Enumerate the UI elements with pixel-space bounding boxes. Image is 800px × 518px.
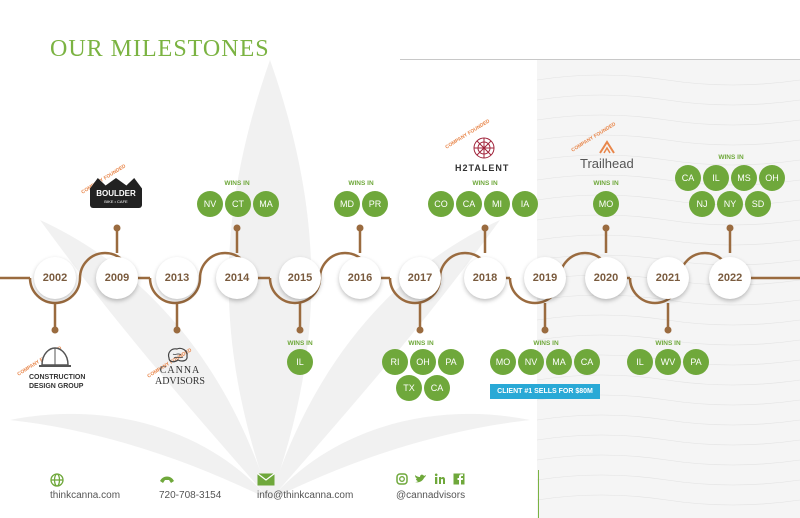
trailhead-logo: Trailhead (580, 156, 634, 171)
wins-label-2015: WINS IN (287, 340, 313, 347)
canna-advisors-logo: CANNA ADVISORS (150, 365, 210, 387)
hard-hat-icon (39, 347, 71, 367)
logo-line: DESIGN GROUP (29, 383, 84, 390)
logo-line: CANNA (159, 365, 201, 376)
boulder-logo: BOULDER BIKE • CAFE (90, 178, 142, 208)
logo-line: BOULDER (96, 189, 136, 198)
state-badge: NY (717, 191, 743, 217)
phone-number[interactable]: 720-708-3154 (159, 490, 222, 501)
email-link[interactable]: info@thinkcanna.com (257, 490, 354, 501)
state-badge: TX (396, 375, 422, 401)
state-badge: CT (225, 191, 251, 217)
brain-icon (167, 347, 188, 363)
twitter-icon[interactable] (414, 473, 427, 485)
logo-line: BIKE • CAFE (104, 199, 128, 204)
wins-label-2021: WINS IN (655, 340, 681, 347)
mail-icon (257, 473, 275, 486)
state-badge: CA (574, 349, 600, 375)
h2talent-logo: H2TALENT (455, 163, 510, 173)
state-badge: MO (490, 349, 516, 375)
wins-label-2019: WINS IN (533, 340, 559, 347)
title-divider (400, 59, 800, 60)
state-badge: MD (334, 191, 360, 217)
construction-design-group-logo: CONSTRUCTION DESIGN GROUP (29, 373, 85, 391)
logo-line: ADVISORS (154, 376, 205, 387)
state-badge: CA (424, 375, 450, 401)
wins-label-2018: WINS IN (472, 180, 498, 187)
state-badge: PR (362, 191, 388, 217)
state-badge: IL (627, 349, 653, 375)
state-badge: PA (438, 349, 464, 375)
year-2017: 2017 (399, 257, 441, 299)
globe-icon (50, 473, 64, 487)
state-badge: MS (731, 165, 757, 191)
state-badge: SD (745, 191, 771, 217)
wins-label-2014: WINS IN (224, 180, 250, 187)
state-badge: NJ (689, 191, 715, 217)
instagram-icon[interactable] (396, 473, 408, 485)
state-badge: RI (382, 349, 408, 375)
state-badge: NV (518, 349, 544, 375)
state-badge: OH (759, 165, 785, 191)
state-badge: NV (197, 191, 223, 217)
state-badge: MO (593, 191, 619, 217)
trailhead-mountain-icon (599, 140, 615, 154)
state-badge: IL (703, 165, 729, 191)
year-2020: 2020 (585, 257, 627, 299)
h2talent-emblem-icon (473, 137, 495, 159)
footer-divider (538, 470, 539, 518)
year-2013: 2013 (156, 257, 198, 299)
year-2009: 2009 (96, 257, 138, 299)
state-badge: CA (456, 191, 482, 217)
wins-label-2016: WINS IN (348, 180, 374, 187)
year-2002: 2002 (34, 257, 76, 299)
page-title: OUR MILESTONES (50, 36, 270, 62)
logo-line: CONSTRUCTION (29, 374, 86, 381)
state-badge: WV (655, 349, 681, 375)
linkedin-icon[interactable] (434, 473, 446, 485)
facebook-icon[interactable] (453, 473, 465, 485)
year-2019: 2019 (524, 257, 566, 299)
state-badge: IL (287, 349, 313, 375)
state-badge: MA (253, 191, 279, 217)
wins-label-2020: WINS IN (593, 180, 619, 187)
state-badge: IA (512, 191, 538, 217)
year-2021: 2021 (647, 257, 689, 299)
year-2015: 2015 (279, 257, 321, 299)
website-link[interactable]: thinkcanna.com (50, 490, 121, 501)
year-2016: 2016 (339, 257, 381, 299)
state-badge: OH (410, 349, 436, 375)
state-badge: MI (484, 191, 510, 217)
state-badge: MA (546, 349, 572, 375)
year-2014: 2014 (216, 257, 258, 299)
state-badge: CA (675, 165, 701, 191)
year-2022: 2022 (709, 257, 751, 299)
social-handle[interactable]: @cannadvisors (396, 490, 466, 501)
phone-icon (160, 476, 174, 483)
state-badge: CO (428, 191, 454, 217)
wins-label-2022: WINS IN (718, 154, 744, 161)
year-2018: 2018 (464, 257, 506, 299)
state-badge: PA (683, 349, 709, 375)
wins-label-2017: WINS IN (408, 340, 434, 347)
client-sale-banner: CLIENT #1 SELLS FOR $80M (490, 384, 600, 399)
